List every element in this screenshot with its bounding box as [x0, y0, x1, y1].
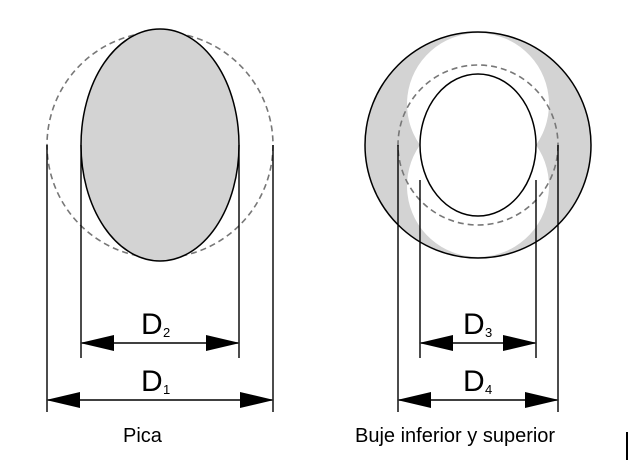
d3-label: D 3 [463, 308, 492, 341]
d1-label-main: D [141, 365, 163, 398]
pica-figure: D 2 D 1 [46, 28, 274, 412]
d4-label: D 4 [463, 365, 492, 398]
buje-caption: Buje inferior y superior [355, 425, 556, 447]
d1-label: D 1 [141, 365, 170, 398]
d4-label-sub: 4 [485, 382, 492, 397]
pica-caption: Pica [123, 425, 162, 447]
d3-label-sub: 3 [485, 325, 492, 340]
d1-label-sub: 1 [163, 382, 170, 397]
buje-inner-ellipse [419, 73, 537, 217]
d4-label-main: D [463, 365, 485, 398]
pica-ellipse [80, 28, 240, 262]
d2-label-sub: 2 [163, 325, 170, 340]
d3-label-main: D [463, 308, 485, 341]
d2-label-main: D [141, 308, 163, 341]
buje-outer-circle [364, 31, 592, 259]
buje-figure: D 3 D 4 [364, 31, 592, 412]
d2-label: D 2 [141, 308, 170, 341]
buje-ring [365, 32, 591, 258]
